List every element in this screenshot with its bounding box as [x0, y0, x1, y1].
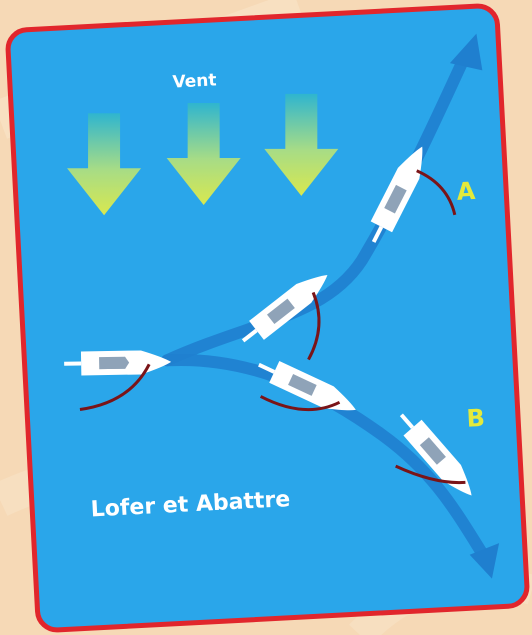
wind-arrow-icon: [67, 113, 141, 215]
sailboat-icon: [247, 354, 361, 436]
wind-label: Vent: [172, 70, 217, 92]
sailboat-icon: [373, 407, 481, 521]
wind-arrow-icon: [167, 103, 241, 205]
route-b-label: B: [466, 404, 486, 433]
route-a-label: A: [456, 177, 476, 206]
wind-arrow-icon: [264, 94, 338, 196]
diagram-card: Vent A B Lofer et Abattre: [4, 2, 530, 633]
sailboat-icon: [64, 350, 172, 410]
sailing-diagram: [10, 7, 531, 633]
route-a-arrowhead: [448, 33, 482, 72]
